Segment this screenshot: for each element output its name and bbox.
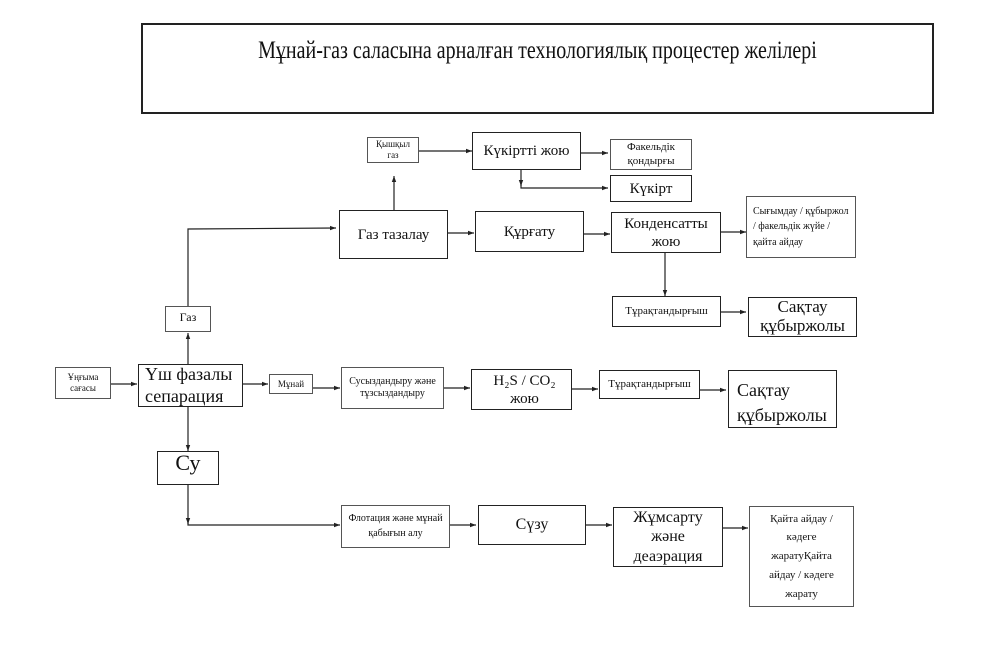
edge-sulfurremoval-sulfur	[520, 170, 608, 191]
node-filtration[interactable]: Сүзу	[478, 505, 586, 545]
diagram-title: Мұнай-газ саласына арналған технологиялы…	[258, 37, 817, 64]
node-label: Сақтау құбыржолы	[760, 297, 845, 335]
node-label: Сүзу	[515, 516, 549, 534]
node-label: Сығымдау / құбыржол / факельдік жүйе / қ…	[753, 205, 849, 248]
node-sulfur[interactable]: Күкірт	[610, 175, 692, 202]
node-label: Сақтау құбыржолы	[737, 380, 827, 425]
node-drying[interactable]: Құрғату	[475, 211, 584, 252]
node-water[interactable]: Су	[157, 451, 219, 485]
node-water-destinations[interactable]: Қайта айдау / кәдеге жаратуҚайта айдау /…	[749, 506, 854, 607]
node-oil[interactable]: Мұнай	[269, 374, 313, 394]
node-label: Тұрақтандырғыш	[608, 378, 691, 390]
node-label: Флотация жәнe мұнай қабығын алу	[348, 513, 443, 539]
title-frame: Мұнай-газ саласына арналған технологиялы…	[141, 23, 934, 114]
node-condensate-removal[interactable]: Конденсатты жою	[611, 212, 721, 253]
node-label: Ұңғыма сағасы	[67, 372, 99, 393]
node-label: Қайта айдау / кәдеге жаратуҚайта айдау /…	[769, 512, 834, 600]
node-flare-unit[interactable]: Факельдік қондырғы	[610, 139, 692, 170]
node-acid-gas[interactable]: Қышқыл газ	[367, 137, 419, 163]
node-gas-storage[interactable]: Сақтау құбыржолы	[748, 297, 857, 337]
edge-water-flotation	[187, 472, 340, 528]
node-label: Факельдік қондырғы	[626, 141, 676, 167]
node-label: Мұнай	[277, 378, 305, 389]
node-label: Күкірт	[629, 180, 673, 197]
node-h2s-co2-removal[interactable]: H₂S / CO₂ жою	[471, 369, 572, 410]
node-label: Су	[175, 450, 201, 475]
node-label: Жұмсарту және деаэрация	[633, 509, 703, 565]
node-label: Үш фазалы сепарация	[145, 363, 233, 406]
node-gas[interactable]: Газ	[165, 306, 211, 332]
node-softening-deaeration[interactable]: Жұмсарту және деаэрация	[613, 507, 723, 567]
node-label: H₂S / CO₂ жою	[493, 372, 556, 407]
node-oil-stabilizer[interactable]: Тұрақтандырғыш	[599, 370, 700, 399]
node-label: Сусыздандыру және тұзсыздандыру	[349, 375, 436, 400]
node-label: Газ	[179, 310, 197, 324]
node-three-phase-separation[interactable]: Үш фазалы сепарация	[138, 364, 243, 407]
node-wellhead[interactable]: Ұңғыма сағасы	[55, 367, 111, 399]
node-sulfur-removal[interactable]: Күкіртті жою	[472, 132, 581, 170]
node-gas-treatment[interactable]: Газ тазалау	[339, 210, 448, 259]
node-label: Конденсатты жою	[624, 215, 708, 250]
node-dehydration-desalting[interactable]: Сусыздандыру және тұзсыздандыру	[341, 367, 444, 409]
edge-gas-gastreatment	[187, 225, 337, 306]
node-label: Қышқыл газ	[376, 139, 410, 160]
node-label: Тұрақтандырғыш	[625, 304, 708, 317]
node-flotation[interactable]: Флотация жәнe мұнай қабығын алу	[341, 505, 450, 548]
node-label: Газ тазалау	[357, 226, 430, 243]
node-gas-destinations[interactable]: Сығымдау / құбыржол / факельдік жүйе / қ…	[746, 196, 856, 258]
node-gas-stabilizer[interactable]: Тұрақтандырғыш	[612, 296, 721, 327]
node-oil-storage[interactable]: Сақтау құбыржолы	[728, 370, 837, 428]
node-label: Күкіртті жою	[483, 143, 570, 159]
node-label: Құрғату	[503, 223, 556, 240]
